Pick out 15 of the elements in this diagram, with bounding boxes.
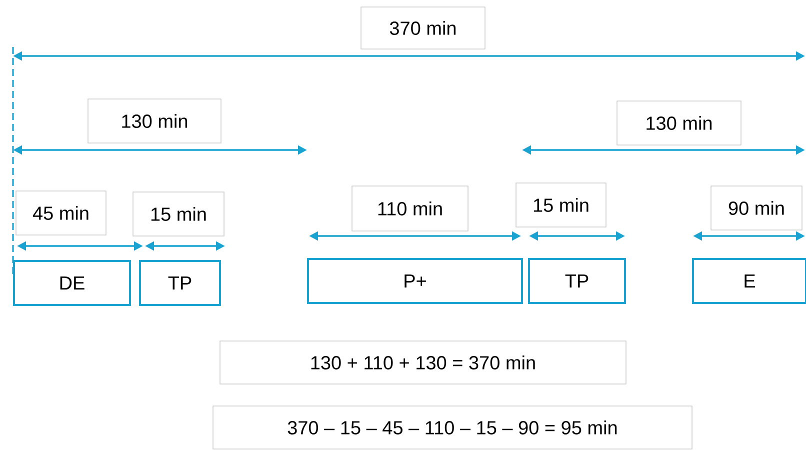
duration-box: 90 min [710,186,802,230]
duration-box: 15 min [132,192,224,236]
phase-box: TP [528,258,626,304]
phase-box: E [692,258,806,304]
duration-box: 130 + 110 + 130 = 370 min [220,340,626,384]
phase-box: DE [13,260,131,306]
duration-box: 370 – 15 – 45 – 110 – 15 – 90 = 95 min [212,406,692,450]
phase-box: TP [139,260,221,306]
duration-box: 130 min [88,98,222,144]
duration-box: 110 min [352,186,468,232]
duration-box: 130 min [616,100,742,146]
phase-box: P+ [307,258,523,304]
duration-box: 15 min [516,182,606,228]
duration-box: 370 min [360,6,486,50]
duration-box: 45 min [16,190,106,236]
